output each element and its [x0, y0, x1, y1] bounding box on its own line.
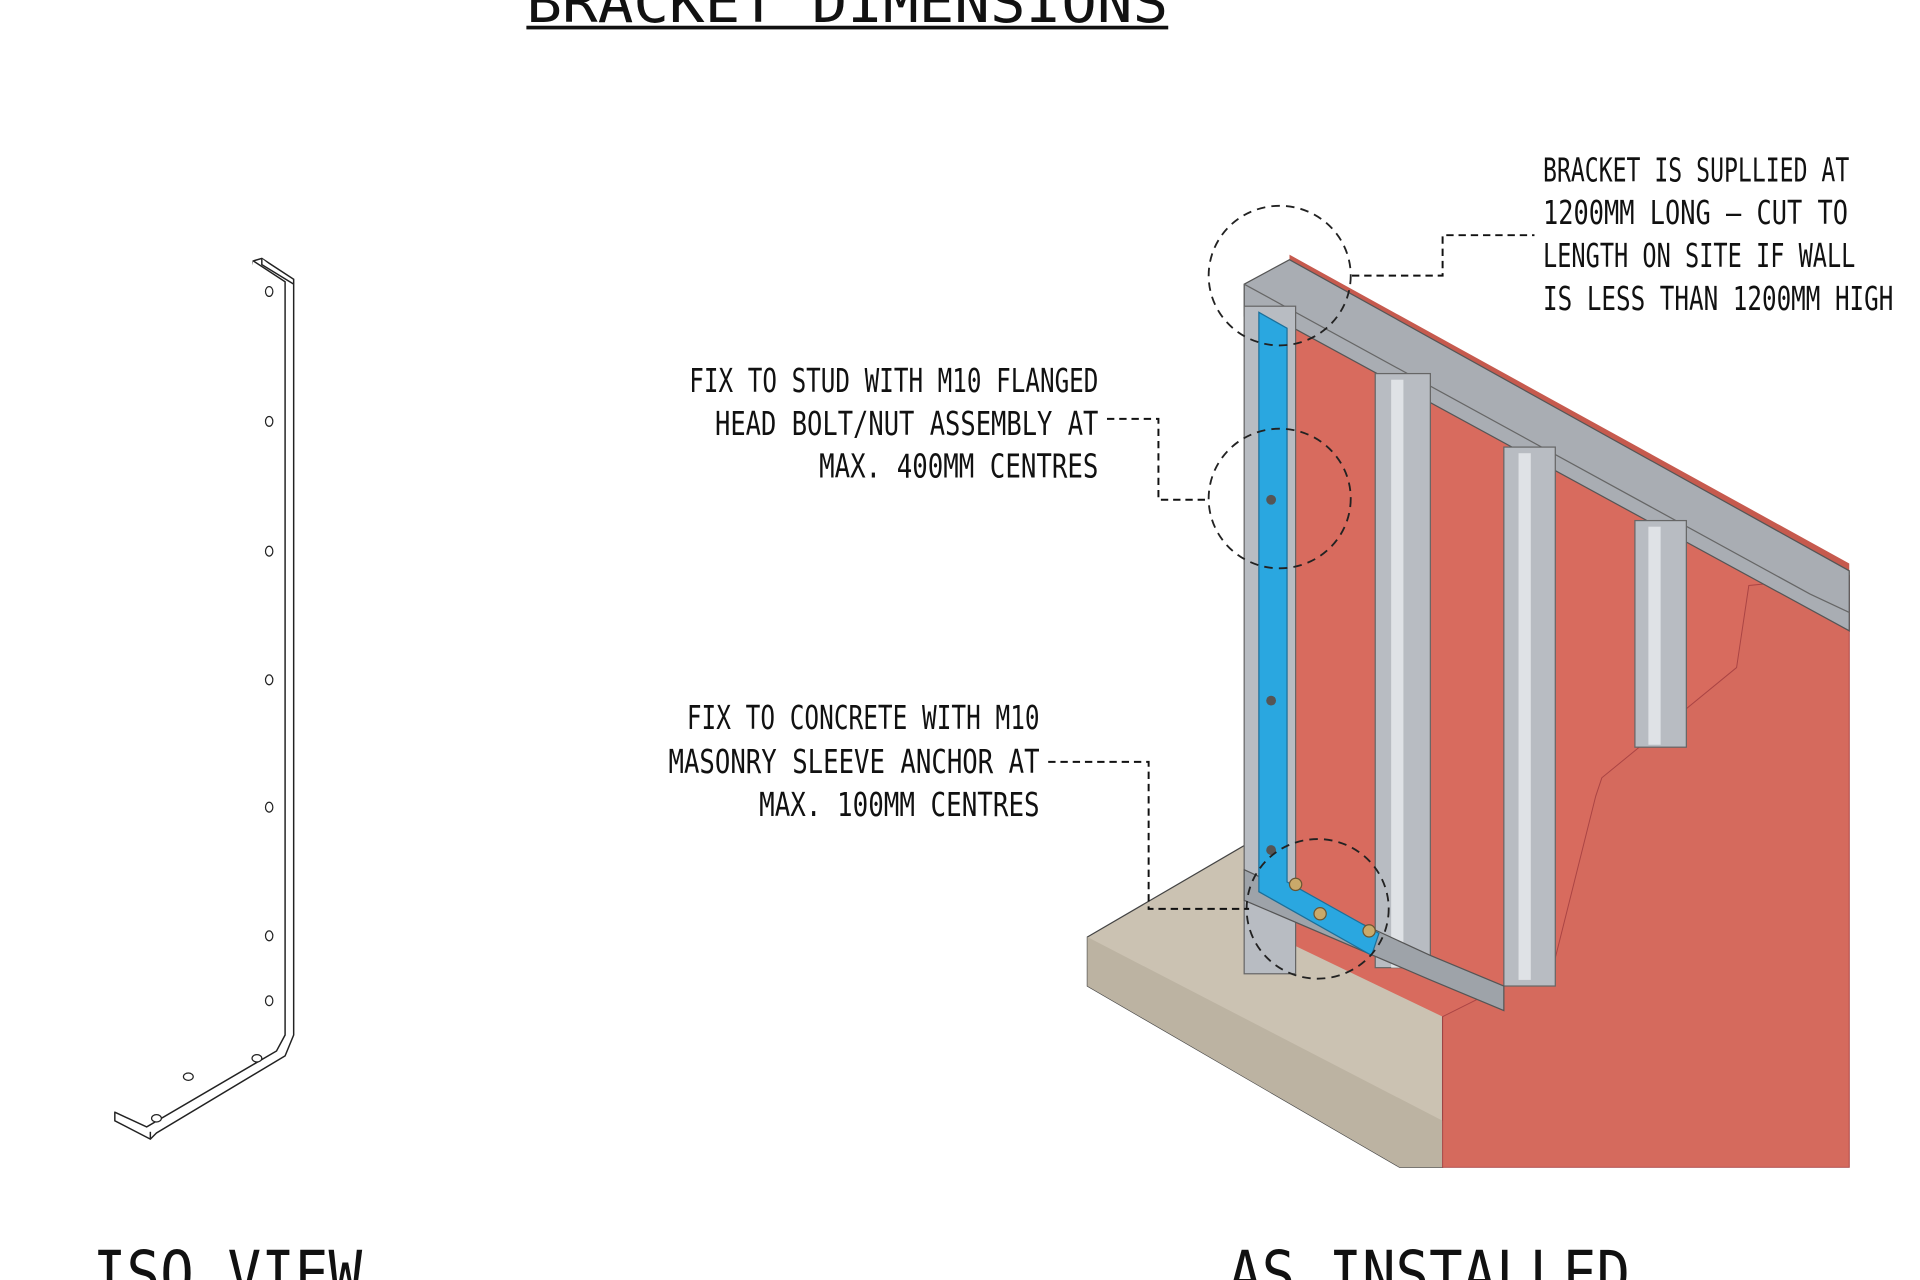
- installed-wall-drawing: [1086, 204, 1850, 1168]
- as-installed-label: AS INSTALLED: [1228, 1238, 1630, 1280]
- callout-line: FIX TO CONCRETE WITH M10: [687, 698, 1040, 737]
- leader-stud: [1106, 417, 1210, 501]
- callout-line: MASONRY SLEEVE ANCHOR AT: [668, 742, 1039, 781]
- callout-line: BRACKET IS SUPLLIED AT: [1543, 150, 1849, 189]
- callout-line: 1200MM LONG — CUT TO: [1543, 193, 1848, 232]
- detail-circle-top: [1207, 204, 1352, 347]
- iso-view-label: ISO VIEW: [93, 1238, 363, 1280]
- callout-line: IS LESS THAN 1200MM HIGH: [1543, 279, 1893, 318]
- title-underline: [526, 25, 1169, 30]
- callout-line: FIX TO STUD WITH M10 FLANGED: [689, 361, 1098, 400]
- callout-line: HEAD BOLT/NUT ASSEMBLY AT: [715, 404, 1098, 443]
- bracket: [1258, 311, 1380, 957]
- callout-line: MAX. 100MM CENTRES: [759, 785, 1039, 824]
- callout-line: MAX. 400MM CENTRES: [819, 447, 1098, 486]
- detail-circle-stud: [1207, 427, 1352, 570]
- callout-concrete: FIX TO CONCRETE WITH M10 MASONRY SLEEVE …: [668, 698, 1039, 824]
- drawing-title: BRACKET DIMENSIONS: [526, 0, 1168, 36]
- callout-supply: BRACKET IS SUPLLIED AT 1200MM LONG — CUT…: [1543, 150, 1893, 318]
- leader-concrete: [1048, 760, 1250, 910]
- leader-supply: [1351, 234, 1535, 277]
- callout-stud: FIX TO STUD WITH M10 FLANGED HEAD BOLT/N…: [689, 361, 1098, 486]
- callout-line: LENGTH ON SITE IF WALL: [1543, 236, 1855, 275]
- iso-bracket-drawing: [114, 257, 295, 1141]
